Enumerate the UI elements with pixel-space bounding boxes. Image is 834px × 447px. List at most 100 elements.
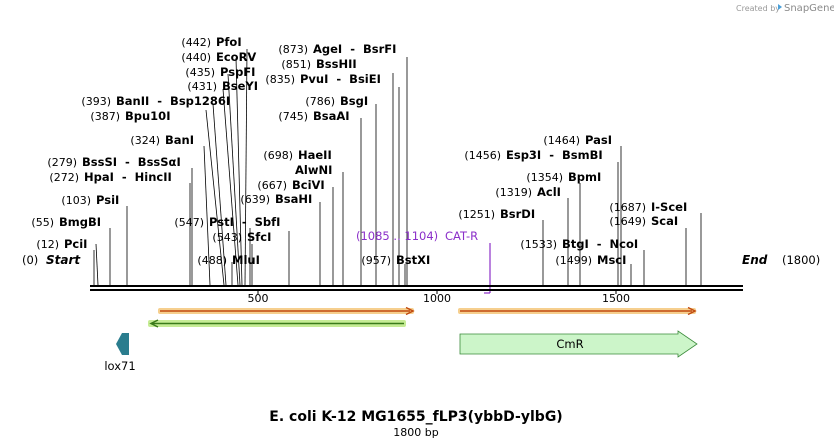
cut-site-name: Esp3I - BsmBI xyxy=(506,148,603,162)
cut-site-position: (1354) xyxy=(526,171,563,184)
cut-site-name: I-SceI xyxy=(651,200,687,214)
cut-site-name: ScaI xyxy=(651,214,678,228)
cut-site: (851)BssHII xyxy=(281,57,356,71)
cut-site-position: (1456) xyxy=(464,149,501,162)
primer-cat-r xyxy=(484,243,491,294)
cut-site-position: (786) xyxy=(305,95,335,108)
cut-site-position: (324) xyxy=(130,134,160,147)
cut-site-name: MscI xyxy=(597,253,626,267)
cut-site-position: (851) xyxy=(281,58,311,71)
lox71-label: lox71 xyxy=(104,359,135,373)
cut-site-position: (1251) xyxy=(458,208,495,221)
tick-label-500: 500 xyxy=(248,292,269,305)
cut-site: (786) BsgI xyxy=(305,94,368,108)
cut-site-labels: (442)PfoI(440)EcoRV(435)PspFI(431)BseYI(… xyxy=(31,35,687,267)
lox71-feature-icon xyxy=(116,333,129,355)
cut-site: (442) PfoI xyxy=(181,35,241,49)
cut-site: (324) BanI xyxy=(130,133,194,147)
cut-site-position: (55) xyxy=(31,216,54,229)
cut-site: (279)BssSI - BssSαI xyxy=(47,155,180,169)
cut-site: (667) BciVI xyxy=(257,178,324,192)
cut-site: (639) BsaHI xyxy=(240,192,312,206)
cut-site-position: (835) xyxy=(265,73,295,86)
tick-label-1500: 1500 xyxy=(602,292,630,305)
primer-name: CAT-R xyxy=(445,229,478,243)
cmr-label: CmR xyxy=(556,337,583,351)
cut-site-name: EcoRV xyxy=(216,50,256,64)
cut-site: AlwNI xyxy=(295,163,332,177)
cut-site-name: BseYI xyxy=(222,79,258,93)
cut-site-position: (440) xyxy=(181,51,211,64)
cut-site-leaders xyxy=(93,48,702,286)
cut-site-name: BsrDI xyxy=(500,207,535,221)
cut-site: (1499) MscI xyxy=(555,253,626,267)
cut-site-position: (393) xyxy=(81,95,111,108)
cut-site-position: (547) xyxy=(174,216,204,229)
end-label: End xyxy=(742,253,768,267)
cut-site-name: BstXI xyxy=(396,253,430,267)
cut-site-position: (431) xyxy=(187,80,217,93)
cut-site-name: BsaAI xyxy=(313,109,350,123)
cut-site-position: (667) xyxy=(257,179,287,192)
cut-site: (873)AgeI - BsrFI xyxy=(278,42,396,56)
cut-site-name: BanI xyxy=(165,133,194,147)
brand-name: SnapGene xyxy=(784,3,834,14)
dna-backbone xyxy=(90,285,743,294)
cut-site-name: PvuI - BsiEI xyxy=(300,72,381,86)
cut-site: (835) PvuI - BsiEI xyxy=(265,72,380,86)
cut-site-name: BanII - Bsp1286I xyxy=(116,94,230,108)
cut-site: (440) EcoRV xyxy=(181,50,256,64)
orf-arrow-forward-right xyxy=(458,306,697,316)
cut-site: (393) BanII - Bsp1286I xyxy=(81,94,230,108)
cut-site: (103)PsiI xyxy=(61,193,119,207)
cut-site: (547)PstI - SbfI xyxy=(174,215,280,229)
credit-text: Created by xyxy=(736,4,780,13)
cut-site: (1533) BtgI - NcoI xyxy=(520,237,638,251)
cut-site-name: PasI xyxy=(585,133,612,147)
orf-arrow-forward-left xyxy=(158,306,415,316)
cut-site-name: BpmI xyxy=(568,170,601,184)
cut-site-name: Bpu10I xyxy=(125,109,170,123)
cut-site: (272)HpaI - HincII xyxy=(49,170,171,184)
cut-site-name: AlwNI xyxy=(295,163,332,177)
cut-site: (488)MluI xyxy=(197,253,259,267)
cut-site: (1319) AclI xyxy=(495,185,561,199)
cut-site-position: (1499) xyxy=(555,254,592,267)
cut-site: (957)BstXI xyxy=(361,253,430,267)
cut-site-position: (1533) xyxy=(520,238,557,251)
cut-site-position: (12) xyxy=(36,238,59,251)
cut-site: (745)BsaAI xyxy=(278,109,349,123)
cut-site-position: (442) xyxy=(181,36,211,49)
cut-site: (1354) BpmI xyxy=(526,170,601,184)
cut-site-name: BciVI xyxy=(292,178,325,192)
map-title: E. coli K-12 MG1655_fLP3(ybbD-ylbG) xyxy=(269,409,562,425)
cut-site-position: (1464) xyxy=(543,134,580,147)
cut-site-name: BtgI - NcoI xyxy=(562,237,638,251)
cut-site-position: (873) xyxy=(278,43,308,56)
cut-site-position: (639) xyxy=(240,193,270,206)
cut-site: (1456) Esp3I - BsmBI xyxy=(464,148,602,162)
cut-site: (387) Bpu10I xyxy=(90,109,170,123)
cut-site-name: PfoI xyxy=(216,35,242,49)
cut-site-name: BmgBI xyxy=(59,215,101,229)
cut-site: (1649)ScaI xyxy=(609,214,678,228)
orf-arrow-reverse xyxy=(148,319,406,328)
cut-site-position: (103) xyxy=(61,194,91,207)
snapgene-logo-icon xyxy=(778,4,782,10)
end-position: (1800) xyxy=(782,253,820,267)
cut-site-position: (279) xyxy=(47,156,77,169)
cmr-feature-arrow xyxy=(459,330,698,358)
cut-site-name: BsaHI xyxy=(275,192,312,206)
cut-site: (1464) PasI xyxy=(543,133,612,147)
cut-site: (12)PciI xyxy=(36,237,87,251)
cut-site-name: AclI xyxy=(537,185,561,199)
cut-site-name: HpaI - HincII xyxy=(84,170,172,184)
cut-site: (1687)I-SceI xyxy=(609,200,687,214)
cut-site-position: (387) xyxy=(90,110,120,123)
cut-site-position: (1319) xyxy=(495,186,532,199)
cut-site: (55) BmgBI xyxy=(31,215,101,229)
cut-site-name: MluI xyxy=(232,253,260,267)
cut-site-name: SfcI xyxy=(247,230,271,244)
start-position: (0) xyxy=(22,253,38,267)
cut-site-name: BsgI xyxy=(340,94,368,108)
